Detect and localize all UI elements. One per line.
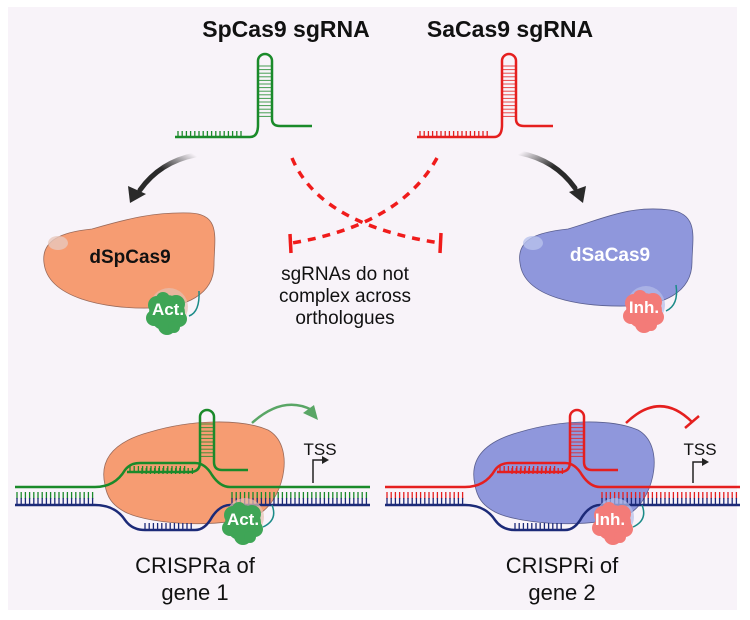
orthologue-note-line-1: sgRNAs do not — [281, 264, 409, 285]
arrow-to-dsacas9-head-icon — [569, 186, 586, 203]
bound-sgrna — [127, 408, 248, 474]
no-complex-line-left-icon — [290, 157, 441, 245]
effector-linker — [188, 290, 200, 317]
cas9-protein — [473, 421, 655, 525]
no-complex-bar-left-icon — [288, 233, 293, 254]
effector-lobe — [167, 295, 185, 313]
effector-lobe — [243, 505, 261, 523]
orthologue-note-line-2: complex across — [279, 286, 411, 307]
activation-arrowhead-icon — [303, 405, 318, 420]
effector-lobe — [614, 531, 626, 543]
arrow-to-dsacas9-icon — [517, 150, 578, 191]
orthologue-note-line-3: orthologues — [295, 308, 395, 329]
repression-arrow-icon — [625, 405, 693, 424]
activator-domain-icon — [146, 288, 200, 335]
dspcas9-protein — [43, 212, 216, 309]
effector-linker — [665, 284, 678, 312]
sacas9-sgrna-icon — [417, 52, 553, 139]
dspcas9-label: dSpCas9 — [89, 247, 171, 268]
arrow-to-dspcas9-icon — [137, 152, 198, 193]
dna-top-strand — [385, 461, 740, 489]
effector-linker — [262, 504, 275, 528]
protein-highlight — [523, 236, 543, 250]
effector-lobe — [633, 290, 647, 304]
bound-sgrna — [497, 408, 618, 474]
no-complex-bar-right-icon — [438, 232, 443, 254]
repression-bar-icon — [684, 415, 700, 429]
crispra-caption-line-1: CRISPRa of — [135, 553, 255, 578]
crispra-caption: CRISPRa of gene 1 — [115, 552, 275, 606]
effector-lobe — [613, 505, 631, 523]
dsacas9-label: dSaCas9 — [569, 245, 651, 266]
effector-lobe — [644, 293, 662, 311]
crispra-complex — [15, 408, 370, 545]
sgrna-backbone — [417, 52, 553, 139]
activator-label-middle: Act. — [151, 300, 185, 319]
activation-arrow-icon — [251, 403, 313, 424]
effector-lobe — [645, 319, 657, 331]
inhibitor-label-bottom: Inh. — [594, 510, 626, 529]
effector-lobe — [602, 502, 616, 516]
inhibitor-label-middle: Inh. — [628, 298, 660, 317]
sgrna-backbone — [175, 52, 312, 139]
orthologue-note: sgRNAs do not complex across orthologues — [255, 264, 435, 330]
arrow-to-dspcas9-head-icon — [128, 186, 146, 203]
sacas9-sgrna-title: SaCas9 sgRNA — [426, 16, 594, 42]
effector-lobe — [592, 520, 608, 536]
tss-label-left: TSS — [303, 440, 337, 459]
tss-label-right: TSS — [683, 440, 717, 459]
effector-lobe — [146, 310, 162, 326]
cas9-protein — [103, 421, 285, 525]
protein-highlight — [48, 236, 68, 250]
dna-top-strand — [15, 461, 370, 489]
crispra-caption-line-2: gene 1 — [161, 580, 229, 605]
spcas9-sgrna-icon — [175, 52, 312, 139]
effector-lobe — [156, 292, 170, 306]
effector-lobe — [623, 308, 639, 324]
effector-lobe — [222, 520, 238, 536]
crispri-caption: CRISPRi of gene 2 — [482, 552, 642, 606]
dsacas9-protein — [519, 208, 694, 307]
crispri-caption-line-2: gene 2 — [528, 580, 596, 605]
effector-lobe — [168, 321, 180, 333]
effector-lobe — [244, 531, 256, 543]
spcas9-sgrna-title: SpCas9 sgRNA — [202, 16, 370, 42]
crispri-complex — [385, 408, 740, 545]
tss-arrow-left-icon — [312, 456, 329, 483]
effector-linker — [632, 504, 645, 528]
tss-arrow-right-icon — [692, 458, 709, 483]
crispri-caption-line-1: CRISPRi of — [505, 553, 619, 578]
inhibitor-domain-icon — [623, 284, 678, 333]
no-complex-line-right-icon — [291, 157, 439, 245]
effector-lobe — [232, 502, 246, 516]
activator-label-bottom: Act. — [226, 510, 260, 529]
